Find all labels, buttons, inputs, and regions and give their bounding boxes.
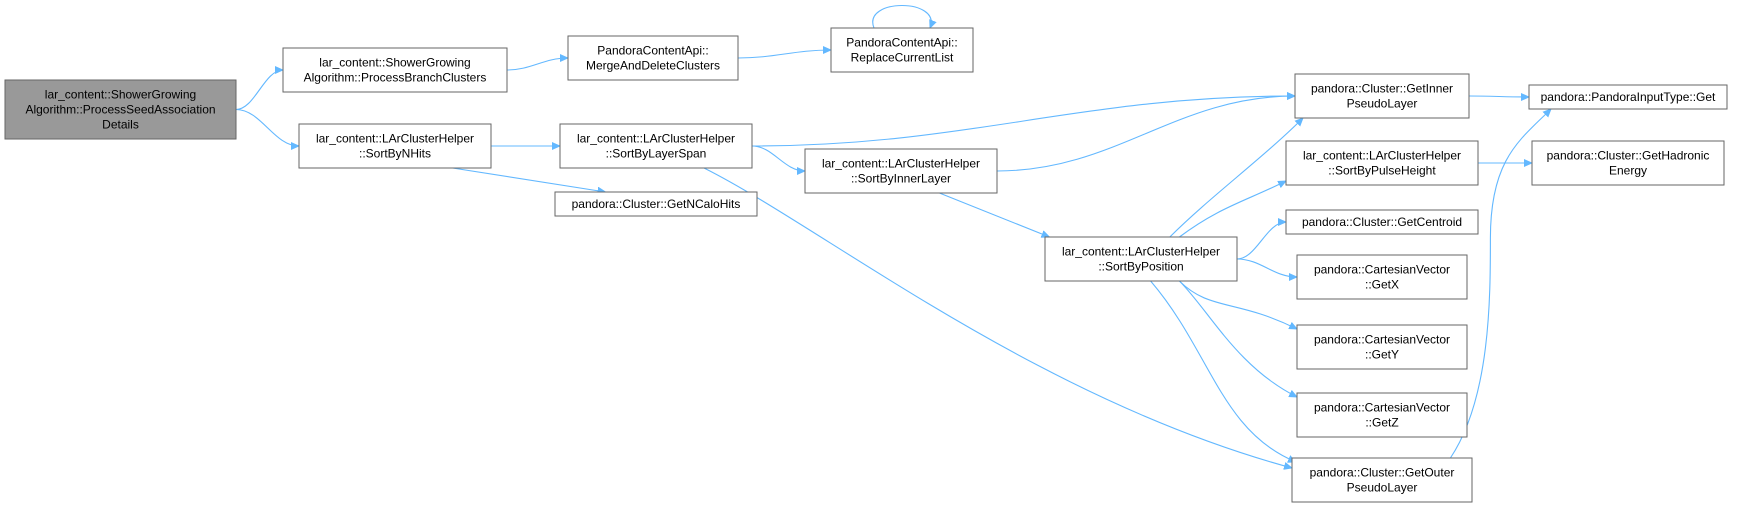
node-box[interactable]	[1528, 84, 1728, 110]
node-ncalo[interactable]: pandora::Cluster::GetNCaloHits	[554, 191, 758, 217]
node-position[interactable]: lar_content::LArClusterHelper::SortByPos…	[1044, 236, 1238, 282]
node-label-line: pandora::CartesianVector	[1314, 401, 1450, 415]
node-box[interactable]	[1285, 140, 1479, 186]
node-label-line: pandora::PandoraInputType::Get	[1541, 90, 1716, 104]
node-label-line: Algorithm::ProcessSeedAssociation	[25, 103, 215, 117]
node-box[interactable]	[1291, 457, 1473, 503]
node-label-line: ::SortByNHits	[359, 147, 431, 161]
node-inputtype[interactable]: pandora::PandoraInputType::Get	[1528, 84, 1728, 110]
node-box[interactable]	[282, 47, 508, 93]
node-pbc[interactable]: lar_content::ShowerGrowingAlgorithm::Pro…	[282, 47, 508, 93]
node-label-line: pandora::CartesianVector	[1314, 333, 1450, 347]
node-label-line: MergeAndDeleteClusters	[586, 59, 720, 73]
node-label-line: ::SortByInnerLayer	[851, 172, 951, 186]
node-box[interactable]	[554, 191, 758, 217]
edge-pbc-to-merge	[506, 58, 568, 71]
node-box[interactable]	[830, 27, 974, 73]
node-getx[interactable]: pandora::CartesianVector::GetX	[1296, 254, 1468, 300]
node-label-line: lar_content::LArClusterHelper	[316, 132, 474, 146]
node-label-line: ::SortByPulseHeight	[1328, 164, 1436, 178]
edge-position-to-getx	[1236, 258, 1297, 277]
node-box[interactable]	[1044, 236, 1238, 282]
node-label-line: PandoraContentApi::	[597, 44, 708, 58]
node-box[interactable]	[4, 79, 237, 140]
node-label-line: lar_content::LArClusterHelper	[1062, 245, 1220, 259]
edge-root-to-nhits	[235, 108, 299, 147]
node-label-line: pandora::Cluster::GetNCaloHits	[572, 197, 741, 211]
node-label-line: lar_content::ShowerGrowing	[45, 88, 196, 102]
node-box[interactable]	[1296, 254, 1468, 300]
node-label-line: PseudoLayer	[1347, 481, 1418, 495]
node-box[interactable]	[1294, 73, 1470, 119]
node-nhits[interactable]: lar_content::LArClusterHelper::SortByNHi…	[298, 123, 492, 169]
node-box[interactable]	[298, 123, 492, 169]
node-label-line: pandora::CartesianVector	[1314, 263, 1450, 277]
node-box[interactable]	[1296, 324, 1468, 370]
edge-replace-to-replace	[872, 5, 931, 29]
edge-position-to-getz	[1179, 280, 1297, 398]
edge-innerlayer-to-position	[939, 192, 1049, 237]
node-label-line: lar_content::ShowerGrowing	[319, 56, 470, 70]
edge-position-to-gety	[1179, 280, 1297, 330]
edge-root-to-pbc	[235, 70, 283, 111]
nodes-layer: lar_content::ShowerGrowingAlgorithm::Pro…	[4, 27, 1728, 503]
node-root[interactable]: lar_content::ShowerGrowingAlgorithm::Pro…	[4, 79, 237, 140]
edge-layerspan-to-innerlayer	[751, 145, 805, 171]
node-label-line: Details	[102, 118, 139, 132]
edge-innerpl-to-inputtype	[1468, 96, 1529, 97]
node-label-line: PseudoLayer	[1347, 97, 1418, 111]
node-label-line: ::GetY	[1365, 348, 1399, 362]
node-label-line: lar_content::LArClusterHelper	[1303, 149, 1461, 163]
node-label-line: lar_content::LArClusterHelper	[577, 132, 735, 146]
node-centroid[interactable]: pandora::Cluster::GetCentroid	[1285, 209, 1479, 235]
node-innerlayer[interactable]: lar_content::LArClusterHelper::SortByInn…	[804, 148, 998, 194]
edge-innerlayer-to-innerpl	[996, 96, 1295, 172]
edge-layerspan-to-outerpl	[703, 167, 1292, 468]
edge-position-to-centroid	[1236, 222, 1286, 260]
node-label-line: ::SortByLayerSpan	[606, 147, 707, 161]
node-box[interactable]	[1531, 140, 1725, 186]
node-label-line: pandora::Cluster::GetCentroid	[1302, 215, 1462, 229]
edge-outerpl-to-inputtype	[1449, 109, 1551, 459]
node-label-line: pandora::Cluster::GetInner	[1311, 82, 1453, 96]
node-gety[interactable]: pandora::CartesianVector::GetY	[1296, 324, 1468, 370]
node-label-line: pandora::Cluster::GetOuter	[1310, 466, 1455, 480]
node-label-line: ::SortByPosition	[1098, 260, 1183, 274]
node-label-line: ::GetX	[1365, 278, 1399, 292]
node-box[interactable]	[1285, 209, 1479, 235]
node-box[interactable]	[804, 148, 998, 194]
node-pulse[interactable]: lar_content::LArClusterHelper::SortByPul…	[1285, 140, 1479, 186]
node-label-line: ReplaceCurrentList	[851, 51, 954, 65]
node-box[interactable]	[1296, 392, 1468, 438]
edge-position-to-innerpl	[1169, 118, 1303, 238]
node-box[interactable]	[567, 35, 739, 81]
node-layerspan[interactable]: lar_content::LArClusterHelper::SortByLay…	[559, 123, 753, 169]
edge-position-to-outerpl	[1150, 280, 1296, 462]
node-label-line: Energy	[1609, 164, 1647, 178]
edge-merge-to-replace	[737, 50, 831, 59]
edge-layerspan-to-innerpl	[751, 96, 1295, 147]
node-label-line: Algorithm::ProcessBranchClusters	[304, 71, 487, 85]
node-label-line: PandoraContentApi::	[846, 36, 957, 50]
node-replace[interactable]: PandoraContentApi::ReplaceCurrentList	[830, 27, 974, 73]
edge-position-to-pulse	[1179, 180, 1286, 238]
node-label-line: pandora::Cluster::GetHadronic	[1547, 149, 1710, 163]
edge-nhits-to-ncalo	[452, 167, 606, 192]
node-getz[interactable]: pandora::CartesianVector::GetZ	[1296, 392, 1468, 438]
node-merge[interactable]: PandoraContentApi::MergeAndDeleteCluster…	[567, 35, 739, 81]
node-label-line: ::GetZ	[1365, 416, 1398, 430]
node-label-line: lar_content::LArClusterHelper	[822, 157, 980, 171]
node-box[interactable]	[559, 123, 753, 169]
edges-layer	[235, 5, 1551, 469]
